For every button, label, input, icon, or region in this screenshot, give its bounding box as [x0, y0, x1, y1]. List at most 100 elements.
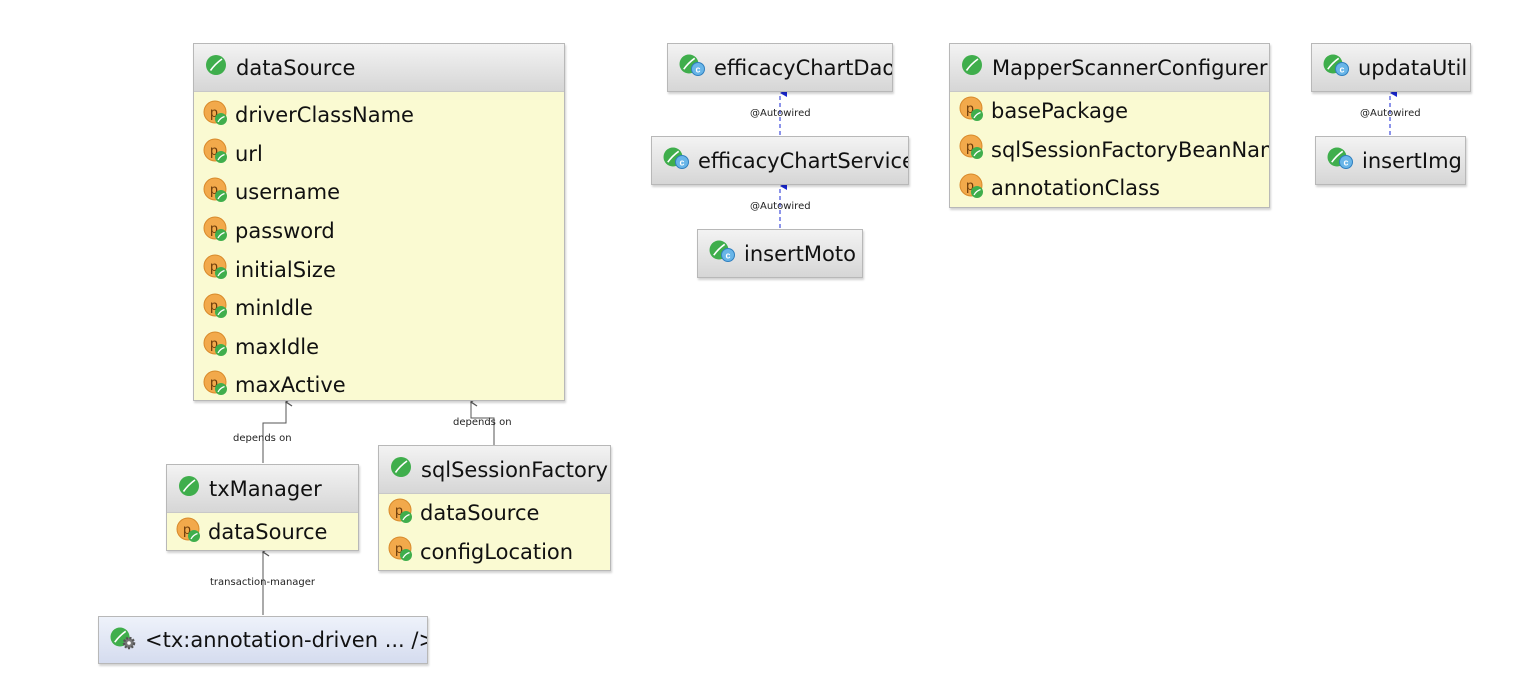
property-label: password: [235, 219, 335, 244]
bean-title: txManager: [209, 476, 322, 501]
property-row[interactable]: p minIdle: [194, 289, 564, 328]
bean-title: dataSource: [236, 55, 356, 80]
svg-text:p: p: [395, 502, 403, 518]
spring-bean-class-icon: c: [662, 146, 690, 175]
property-icon: p: [203, 100, 229, 131]
property-icon: p: [959, 173, 985, 204]
bean-header[interactable]: c efficacyChartDao: [668, 44, 892, 91]
property-icon: p: [203, 331, 229, 362]
svg-text:c: c: [725, 251, 730, 261]
bean-title: insertImg: [1362, 148, 1462, 173]
property-icon: p: [388, 498, 414, 529]
property-row[interactable]: p configLocation: [379, 533, 610, 572]
bean-node-insertimg[interactable]: c insertImg: [1315, 136, 1466, 185]
svg-text:p: p: [210, 181, 218, 197]
property-row[interactable]: p password: [194, 212, 564, 251]
svg-text:p: p: [210, 335, 218, 351]
svg-text:p: p: [210, 104, 218, 120]
bean-header[interactable]: c insertMoto: [698, 230, 862, 277]
property-label: url: [235, 141, 263, 166]
property-row[interactable]: p maxIdle: [194, 328, 564, 367]
tx-annotation-driven-node[interactable]: <tx:annotation-driven ... />: [98, 616, 428, 664]
property-label: dataSource: [420, 501, 540, 526]
bean-header[interactable]: txManager: [167, 465, 358, 513]
svg-text:c: c: [679, 158, 684, 168]
bean-node-datasource[interactable]: dataSource p driverClassName p url p use…: [193, 43, 565, 401]
property-icon: p: [203, 138, 229, 169]
property-row[interactable]: p basePackage: [950, 92, 1269, 131]
bean-node-sqlsessionfactory[interactable]: sqlSessionFactory p dataSource p configL…: [378, 445, 611, 571]
property-row[interactable]: p sqlSessionFactoryBeanNam: [950, 131, 1269, 170]
property-row[interactable]: p url: [194, 135, 564, 174]
edge-label-autowired: @Autowired: [750, 108, 811, 119]
spring-bean-class-icon: c: [1322, 53, 1350, 82]
svg-text:p: p: [966, 100, 974, 116]
property-row[interactable]: p maxActive: [194, 366, 564, 405]
property-icon: p: [203, 293, 229, 324]
node-header[interactable]: <tx:annotation-driven ... />: [99, 617, 427, 663]
bean-title: sqlSessionFactory: [421, 457, 608, 482]
svg-text:p: p: [210, 374, 218, 390]
bean-title: efficacyChartDao: [714, 55, 892, 80]
spring-bean-class-icon: c: [678, 53, 706, 82]
property-label: minIdle: [235, 296, 313, 321]
bean-header[interactable]: MapperScannerConfigurer: [950, 44, 1269, 92]
bean-node-mapperscannerconfigurer[interactable]: MapperScannerConfigurer p basePackage p …: [949, 43, 1270, 208]
edge-txmanager-datasource: [262, 402, 286, 463]
bean-node-updatautil[interactable]: c updataUtil: [1311, 43, 1471, 92]
property-label: dataSource: [208, 520, 328, 545]
svg-text:p: p: [966, 138, 974, 154]
property-row[interactable]: p annotationClass: [950, 169, 1269, 208]
property-label: username: [235, 180, 340, 205]
bean-header[interactable]: sqlSessionFactory: [379, 446, 610, 494]
property-icon: p: [388, 536, 414, 567]
property-label: maxIdle: [235, 334, 320, 359]
property-label: maxActive: [235, 373, 346, 398]
bean-header[interactable]: c insertImg: [1316, 137, 1465, 184]
bean-node-efficacychartservice[interactable]: c efficacyChartService: [651, 136, 909, 185]
property-row[interactable]: p username: [194, 173, 564, 212]
spring-bean-class-icon: c: [708, 239, 736, 268]
property-label: sqlSessionFactoryBeanNam: [991, 137, 1269, 162]
bean-title: MapperScannerConfigurer: [992, 55, 1268, 80]
spring-gear-icon: [109, 626, 137, 655]
property-label: annotationClass: [991, 176, 1160, 201]
node-title: <tx:annotation-driven ... />: [145, 628, 427, 652]
bean-title: insertMoto: [744, 241, 856, 266]
bean-title: updataUtil: [1358, 55, 1468, 80]
bean-header[interactable]: c efficacyChartService: [652, 137, 908, 184]
edge-label-autowired: @Autowired: [750, 201, 811, 212]
property-icon: p: [959, 96, 985, 127]
bean-node-efficacychartdao[interactable]: c efficacyChartDao: [667, 43, 893, 92]
spring-bean-class-icon: c: [1326, 146, 1354, 175]
bean-header[interactable]: c updataUtil: [1312, 44, 1470, 91]
bean-node-txmanager[interactable]: txManager p dataSource: [166, 464, 359, 551]
property-row[interactable]: p driverClassName: [194, 96, 564, 135]
spring-bean-icon: [389, 455, 413, 484]
edge-sqlsessionfactory-datasource: [471, 402, 495, 445]
spring-bean-icon: [204, 53, 228, 82]
svg-text:p: p: [210, 258, 218, 274]
edge-label-depends-on: depends on: [233, 433, 292, 444]
svg-text:p: p: [210, 220, 218, 236]
property-row[interactable]: p dataSource: [167, 513, 358, 552]
bean-node-insertmoto[interactable]: c insertMoto: [697, 229, 863, 278]
property-row[interactable]: p dataSource: [379, 494, 610, 533]
property-icon: p: [959, 134, 985, 165]
property-label: driverClassName: [235, 103, 414, 128]
edge-label-depends-on: depends on: [453, 417, 512, 428]
svg-text:p: p: [966, 177, 974, 193]
svg-text:c: c: [695, 65, 700, 75]
edge-label-autowired: @Autowired: [1360, 108, 1421, 119]
spring-bean-icon: [960, 53, 984, 82]
property-icon: p: [203, 177, 229, 208]
svg-text:p: p: [210, 297, 218, 313]
property-row[interactable]: p initialSize: [194, 250, 564, 289]
property-icon: p: [203, 216, 229, 247]
property-icon: p: [203, 370, 229, 401]
edge-label-transaction-manager: transaction-manager: [210, 577, 316, 588]
svg-text:p: p: [210, 142, 218, 158]
svg-text:p: p: [183, 521, 191, 537]
bean-header[interactable]: dataSource: [194, 44, 564, 92]
